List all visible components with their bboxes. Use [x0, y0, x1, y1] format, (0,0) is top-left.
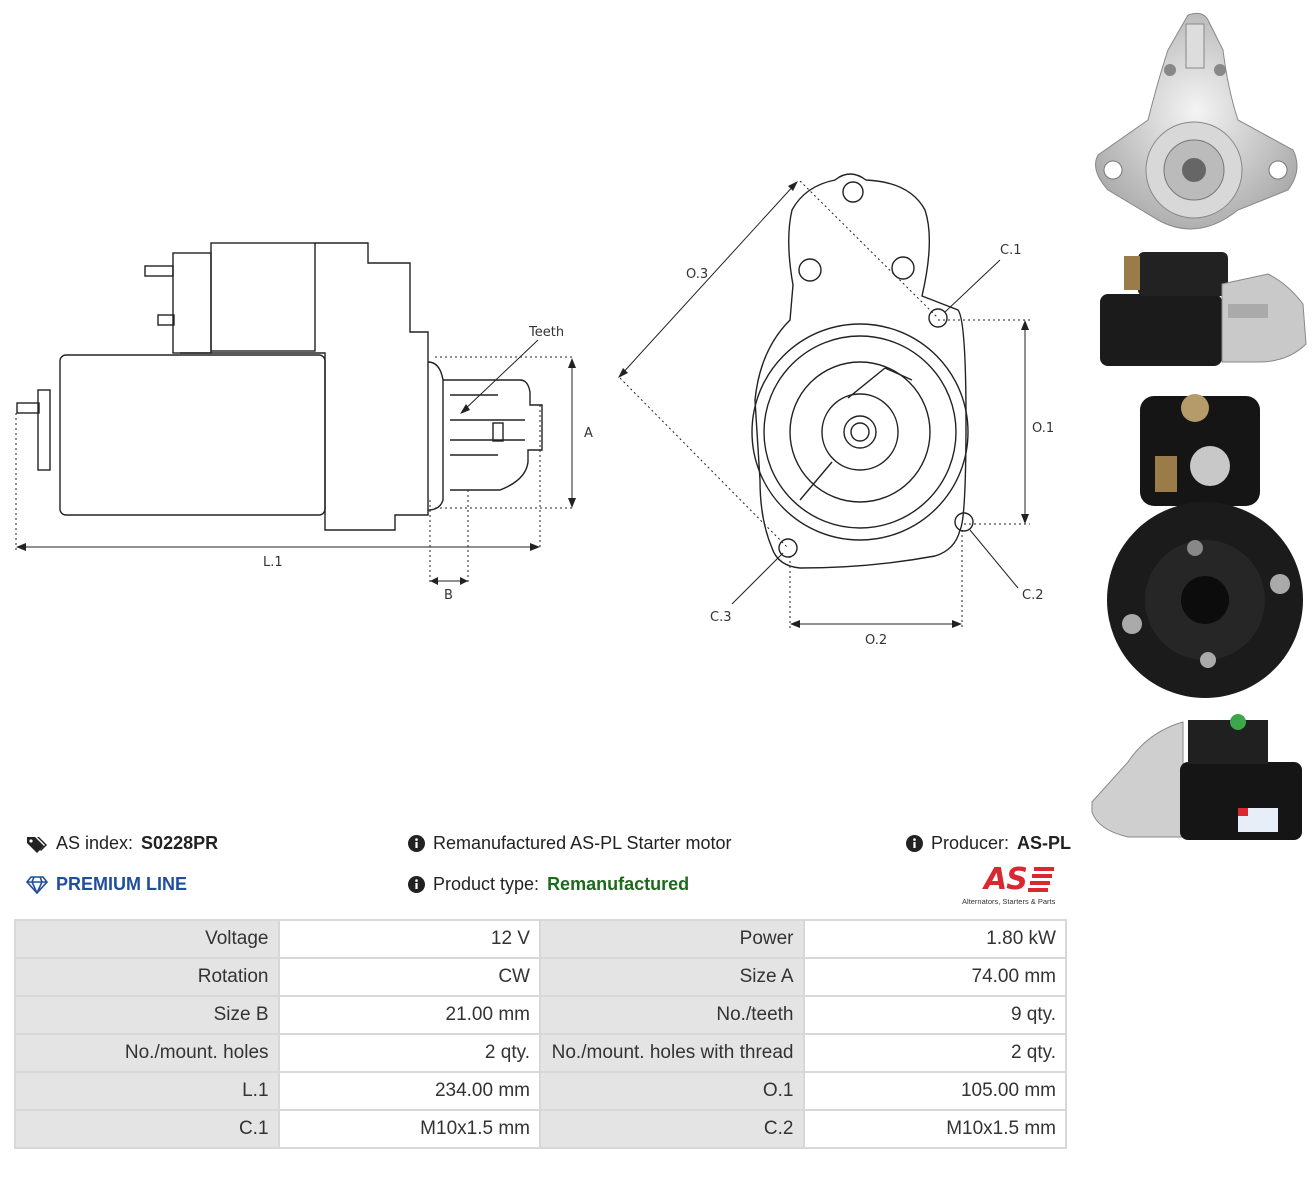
description-row: Remanufactured AS-PL Starter motor [408, 833, 731, 854]
label-l1: L.1 [263, 555, 283, 570]
spec-value: 105.00 mm [802, 1071, 1067, 1111]
info-circle-icon [906, 835, 923, 852]
spec-value: 2 qty. [802, 1033, 1067, 1073]
spec-value: 9 qty. [802, 995, 1067, 1035]
premium-line-badge: PREMIUM LINE [26, 874, 187, 895]
terminal-studs [16, 265, 175, 471]
label-o1: O.1 [1032, 421, 1054, 436]
label-c3: C.3 [710, 610, 731, 625]
spec-label: Size B [14, 995, 280, 1035]
product-description: Remanufactured AS-PL Starter motor [433, 833, 732, 853]
spec-label: O.1 [538, 1071, 805, 1111]
label-size-b: B [444, 588, 453, 603]
motor-body [59, 354, 326, 516]
spec-value: 1.80 kW [802, 919, 1067, 959]
as-index-row: AS index: S0228PR [26, 833, 218, 854]
spec-label: Size A [538, 957, 805, 997]
spec-label: L.1 [14, 1071, 280, 1111]
as-pl-logo: AS Alternators, Starters & Parts [962, 862, 1068, 908]
spec-value: M10x1.5 mm [802, 1109, 1067, 1149]
hole-c2 [954, 512, 974, 532]
producer-value: AS-PL [1017, 833, 1072, 853]
front-view-drawing: O.3 C.1 O.1 C.2 C.3 O.2 [618, 173, 1054, 648]
info-circle-icon [408, 876, 425, 893]
spec-value: 12 V [277, 919, 541, 959]
spec-label: Voltage [14, 919, 280, 959]
spec-label: No./mount. holes with thread [538, 1033, 805, 1073]
label-o3: O.3 [686, 267, 708, 282]
drive-nose [443, 379, 543, 491]
hole-c1 [928, 308, 948, 328]
spec-value: 74.00 mm [802, 957, 1067, 997]
solenoid-body [172, 252, 212, 354]
spec-label: No./teeth [538, 995, 805, 1035]
front-dimension-lines [618, 180, 1030, 628]
spec-value: CW [277, 957, 541, 997]
logo-mark: AS [984, 862, 1028, 897]
product-photo-side [1100, 252, 1307, 366]
side-view-drawing: Teeth A L.1 B [15, 242, 593, 603]
as-index-label: AS index: [56, 833, 134, 853]
premium-line-text: PREMIUM LINE [56, 874, 188, 894]
spec-label: Rotation [14, 957, 280, 997]
spec-label: No./mount. holes [14, 1033, 280, 1073]
dimension-lines [15, 339, 576, 585]
spec-value: 21.00 mm [277, 995, 541, 1035]
hole-c3 [778, 538, 798, 558]
label-size-a: A [584, 426, 593, 441]
spec-value: 2 qty. [277, 1033, 541, 1073]
producer-label: Producer: [931, 833, 1010, 853]
product-photo-rear [1107, 394, 1303, 698]
spec-label: Power [538, 919, 805, 959]
product-photo-front [1095, 12, 1298, 230]
product-photo-angle [1091, 714, 1302, 840]
label-c2: C.2 [1022, 588, 1043, 603]
product-type-row: Product type: Remanufactured [408, 874, 689, 895]
spec-label: C.1 [14, 1109, 280, 1149]
tags-icon [27, 836, 47, 853]
label-o2: O.2 [865, 633, 887, 648]
spec-value: M10x1.5 mm [277, 1109, 541, 1149]
spec-value: 234.00 mm [277, 1071, 541, 1111]
info-circle-icon [408, 835, 425, 852]
product-type-value: Remanufactured [547, 874, 690, 894]
product-type-label: Product type: [433, 874, 540, 894]
spec-label: C.2 [538, 1109, 805, 1149]
producer-row: Producer: AS-PL [906, 833, 1071, 854]
mounting-flange [754, 173, 967, 569]
label-c1: C.1 [1000, 243, 1021, 258]
label-teeth: Teeth [528, 325, 564, 340]
as-index-value: S0228PR [141, 833, 219, 853]
logo-tagline: Alternators, Starters & Parts [962, 897, 1056, 906]
diamond-icon [26, 875, 48, 894]
